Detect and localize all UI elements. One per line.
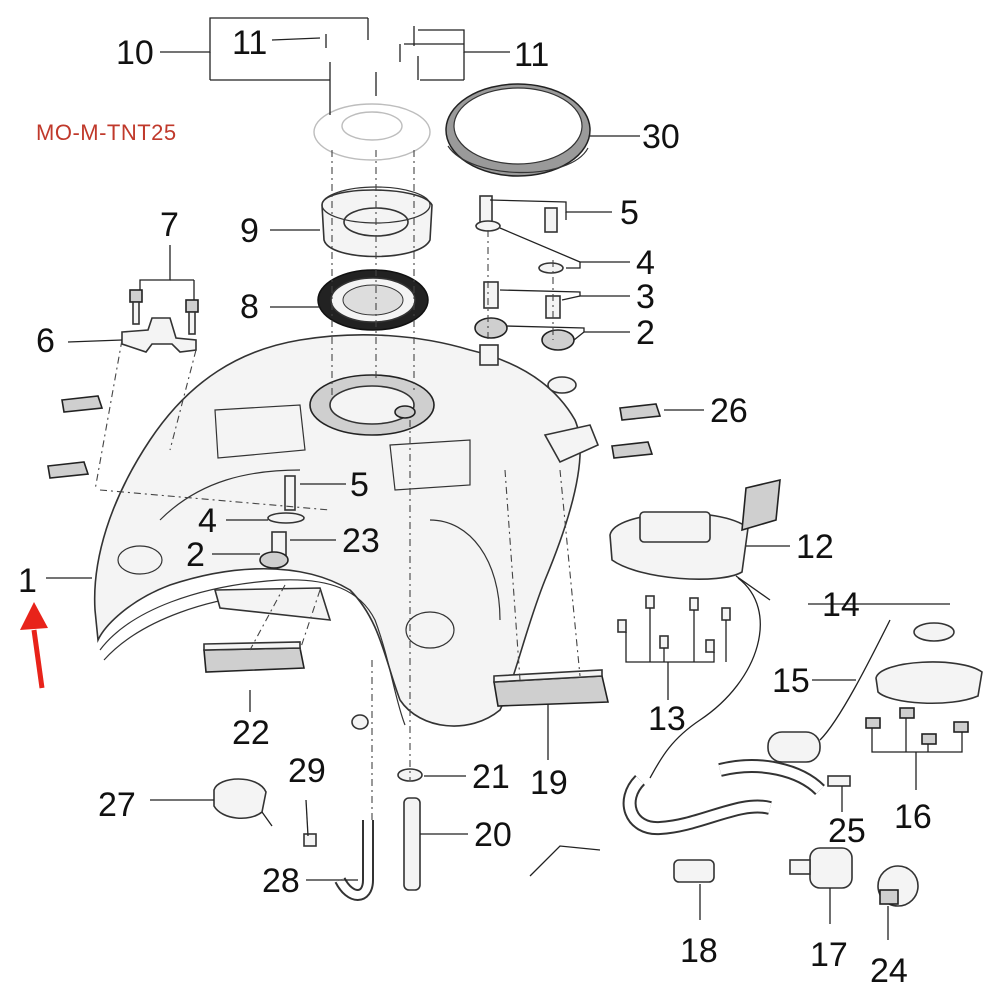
fuel-hoses (622, 577, 825, 836)
callout-leaders (46, 17, 963, 940)
fuel-tank (93, 333, 600, 727)
callout-28: 28 (262, 862, 300, 900)
screws-10-11 (325, 18, 419, 115)
callout-6: 6 (36, 322, 55, 360)
gasket-8 (317, 269, 429, 331)
callout-2-lower: 2 (186, 536, 205, 574)
callout-1: 1 (18, 562, 37, 600)
reference-code: MO-M-TNT25 (36, 120, 177, 145)
callout-29: 29 (288, 752, 326, 790)
filler-cap-ghost (313, 103, 431, 161)
callout-14: 14 (822, 586, 860, 624)
callout-4-upper: 4 (636, 244, 655, 282)
callout-numbers: 10 11 11 30 7 9 5 4 3 8 2 6 26 5 4 23 2 … (18, 24, 932, 990)
clamp-24 (877, 865, 919, 907)
rubber-bar-22 (203, 641, 305, 673)
callout-10: 10 (116, 34, 154, 72)
callout-21: 21 (472, 758, 510, 796)
callout-2-upper: 2 (636, 314, 655, 352)
callout-5-lower: 5 (350, 466, 369, 504)
callout-13: 13 (648, 700, 686, 738)
callout-17: 17 (810, 936, 848, 974)
fuel-pump-12 (609, 478, 781, 601)
bolts-7 (129, 289, 199, 335)
fuel-filter-17 (789, 847, 853, 889)
callout-19: 19 (530, 764, 568, 802)
rubber-pads-left (47, 395, 104, 479)
callout-3: 3 (636, 278, 655, 316)
hose-20 (397, 768, 423, 891)
callout-9: 9 (240, 212, 259, 250)
callout-24: 24 (870, 952, 908, 990)
mount-hardware-front (259, 475, 305, 569)
callout-26: 26 (710, 392, 748, 430)
callout-8: 8 (240, 288, 259, 326)
callout-12: 12 (796, 528, 834, 566)
hose-28 (334, 714, 374, 901)
callout-22: 22 (232, 714, 270, 752)
callout-25: 25 (828, 812, 866, 850)
rubber-bar-19 (493, 669, 609, 707)
rubber-pads-right (611, 403, 662, 459)
callout-4-lower: 4 (198, 502, 217, 540)
callout-5-upper: 5 (620, 194, 639, 232)
callout-11-left: 11 (232, 24, 267, 62)
level-sender-15 (767, 619, 983, 787)
callout-27: 27 (98, 786, 136, 824)
red-indicator-arrow (20, 602, 48, 689)
callout-20: 20 (474, 816, 512, 854)
valve-27 (213, 778, 317, 847)
assembly-lines (94, 150, 581, 820)
screws-13 (617, 595, 731, 653)
callout-15: 15 (772, 662, 810, 700)
callout-18: 18 (680, 932, 718, 970)
cap-ring-9 (321, 186, 433, 258)
callout-11-right: 11 (514, 36, 549, 74)
mount-hardware-right (474, 195, 575, 351)
callout-30: 30 (642, 118, 680, 156)
callout-7: 7 (160, 206, 179, 244)
connector-18 (529, 845, 715, 883)
callout-16: 16 (894, 798, 932, 836)
callout-23: 23 (342, 522, 380, 560)
seal-ring-30 (445, 83, 591, 177)
